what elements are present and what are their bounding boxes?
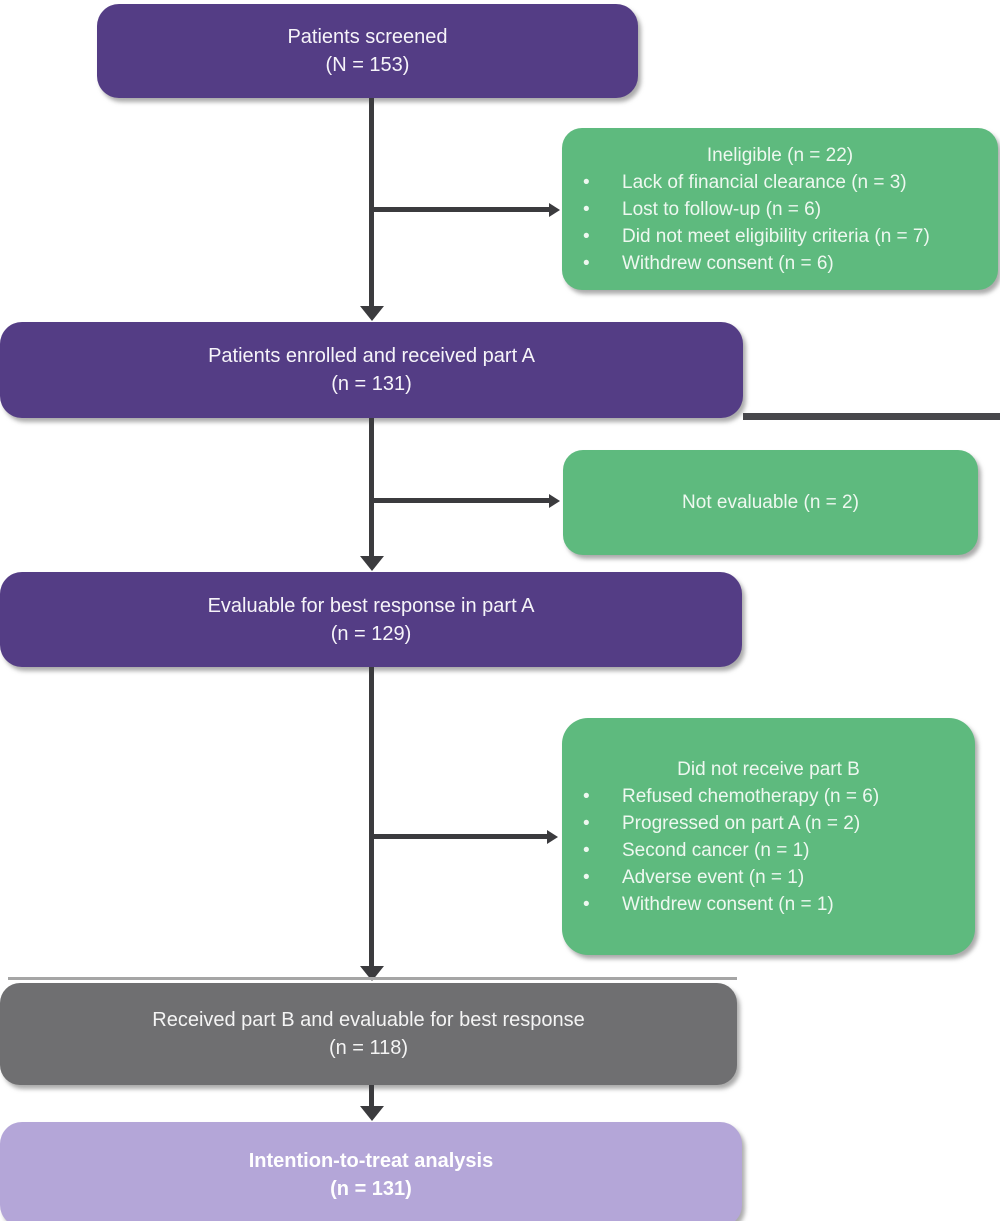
list-item: Second cancer (n = 1) — [562, 837, 975, 864]
box-intention-to-treat: Intention-to-treat analysis (n = 131) — [0, 1122, 742, 1221]
box-did-not-receive-part-b-title: Did not receive part B — [677, 758, 860, 780]
connector-evaluable-to-received — [369, 667, 374, 967]
box-received-part-b: Received part B and evaluable for best r… — [0, 983, 737, 1085]
list-item: Lost to follow-up (n = 6) — [562, 196, 998, 223]
box-patients-enrolled-count: (n = 131) — [331, 373, 412, 395]
connector-received-to-itt — [369, 1085, 374, 1108]
box-patients-screened-count: (N = 153) — [325, 54, 410, 76]
list-item: Refused chemotherapy (n = 6) — [562, 783, 975, 810]
connector-branch-ineligible — [371, 207, 549, 212]
arrowhead-down-enrolled — [360, 306, 384, 321]
connector-screened-to-enrolled — [369, 98, 374, 308]
list-item: Progressed on part A (n = 2) — [562, 810, 975, 837]
divider-line-gray-box — [8, 977, 737, 980]
box-did-not-receive-part-b-list: Refused chemotherapy (n = 6) Progressed … — [562, 783, 975, 918]
box-patients-screened: Patients screened (N = 153) — [97, 4, 638, 98]
connector-branch-not-evaluable — [371, 498, 549, 503]
box-evaluable-part-a-line1: Evaluable for best response in part A — [207, 594, 535, 617]
list-item: Withdrew consent (n = 1) — [562, 891, 975, 918]
divider-line-right — [743, 413, 1000, 420]
arrowhead-right-no-part-b — [547, 830, 558, 844]
box-did-not-receive-part-b: Did not receive part B Refused chemother… — [562, 718, 975, 955]
list-item: Did not meet eligibility criteria (n = 7… — [562, 223, 998, 250]
box-evaluable-part-a: Evaluable for best response in part A (n… — [0, 572, 742, 667]
box-intention-to-treat-line1: Intention-to-treat analysis — [248, 1149, 494, 1172]
arrowhead-down-evaluable — [360, 556, 384, 571]
box-ineligible-list: Lack of financial clearance (n = 3) Lost… — [562, 169, 998, 277]
box-patients-enrolled-line1: Patients enrolled and received part A — [208, 345, 535, 367]
box-ineligible-title: Ineligible (n = 22) — [706, 144, 854, 166]
box-not-evaluable: Not evaluable (n = 2) — [563, 450, 978, 555]
box-not-evaluable-title: Not evaluable (n = 2) — [682, 492, 859, 513]
box-evaluable-part-a-count: (n = 129) — [330, 622, 412, 645]
list-item: Adverse event (n = 1) — [562, 864, 975, 891]
box-received-part-b-line1: Received part B and evaluable for best r… — [152, 1009, 585, 1031]
box-patients-enrolled: Patients enrolled and received part A (n… — [0, 322, 743, 418]
box-ineligible: Ineligible (n = 22) Lack of financial cl… — [562, 128, 998, 290]
arrowhead-right-not-evaluable — [549, 494, 560, 508]
box-intention-to-treat-count: (n = 131) — [330, 1177, 412, 1200]
arrowhead-down-itt — [360, 1106, 384, 1121]
box-received-part-b-count: (n = 118) — [328, 1037, 409, 1059]
list-item: Lack of financial clearance (n = 3) — [562, 169, 998, 196]
arrowhead-right-ineligible — [549, 203, 560, 217]
list-item: Withdrew consent (n = 6) — [562, 250, 998, 277]
connector-branch-no-part-b — [371, 834, 547, 839]
box-patients-screened-line1: Patients screened — [287, 26, 448, 48]
connector-enrolled-to-evaluable — [369, 418, 374, 558]
